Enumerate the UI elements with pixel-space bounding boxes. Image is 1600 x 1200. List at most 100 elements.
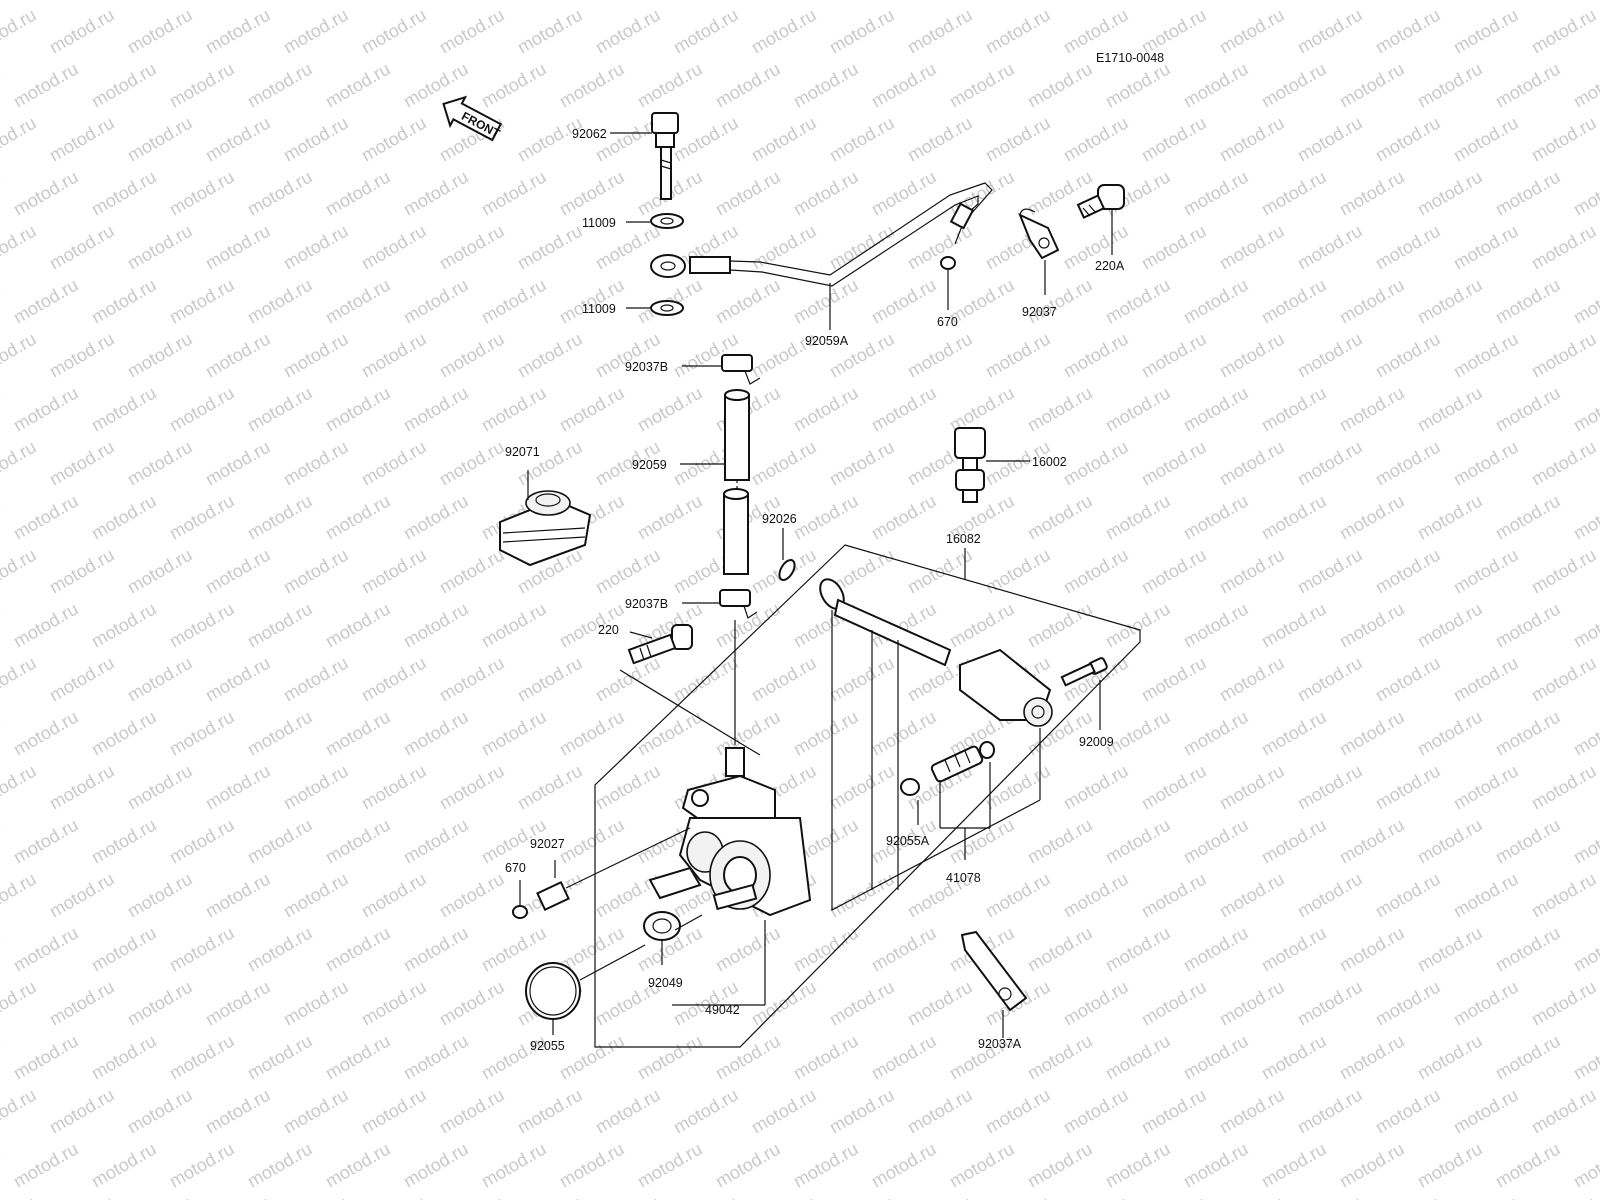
- watermark-text: motod.ru: [592, 761, 664, 814]
- watermark-text: motod.ru: [124, 545, 196, 598]
- watermark-text: motod.ru: [1180, 923, 1252, 976]
- watermark-text: motod.ru: [1024, 815, 1096, 868]
- watermark-text: motod.ru: [0, 707, 4, 760]
- watermark-text: motod.ru: [982, 5, 1054, 58]
- watermark-text: motod.ru: [670, 1193, 742, 1200]
- watermark-text: motod.ru: [10, 1031, 82, 1084]
- watermark-text: motod.ru: [1528, 653, 1600, 706]
- watermark-text: motod.ru: [748, 1193, 820, 1200]
- watermark-text: motod.ru: [634, 707, 706, 760]
- watermark-text: motod.ru: [634, 0, 706, 3]
- bolt-220: [627, 624, 693, 665]
- watermark-text: motod.ru: [790, 1031, 862, 1084]
- label-49042: 49042: [705, 1003, 740, 1017]
- watermark-text: motod.ru: [358, 977, 430, 1030]
- watermark-text: motod.ru: [46, 5, 118, 58]
- watermark-text: motod.ru: [436, 1193, 508, 1200]
- watermark-text: motod.ru: [0, 599, 4, 652]
- watermark-text: motod.ru: [1570, 1031, 1600, 1084]
- watermark-text: motod.ru: [1372, 113, 1444, 166]
- watermark-text: motod.ru: [826, 761, 898, 814]
- watermark-text: motod.ru: [1528, 1193, 1600, 1200]
- watermark-text: motod.ru: [10, 0, 82, 3]
- watermark-text: motod.ru: [166, 167, 238, 220]
- watermark-text: motod.ru: [1450, 653, 1522, 706]
- watermark-text: motod.ru: [556, 59, 628, 112]
- watermark-text: motod.ru: [514, 5, 586, 58]
- watermark-text: motod.ru: [280, 545, 352, 598]
- watermark-text: motod.ru: [1138, 653, 1210, 706]
- label-92026: 92026: [762, 512, 797, 526]
- watermark-text: motod.ru: [166, 707, 238, 760]
- watermark-text: motod.ru: [46, 113, 118, 166]
- watermark-text: motod.ru: [1492, 491, 1564, 544]
- watermark-text: motod.ru: [904, 1193, 976, 1200]
- watermark-text: motod.ru: [592, 545, 664, 598]
- watermark-text: motod.ru: [88, 923, 160, 976]
- watermark-text: motod.ru: [514, 653, 586, 706]
- watermark-text: motod.ru: [202, 437, 274, 490]
- watermark-text: motod.ru: [712, 167, 784, 220]
- watermark-text: motod.ru: [202, 545, 274, 598]
- watermark-text: motod.ru: [46, 329, 118, 382]
- watermark-text: motod.ru: [244, 0, 316, 3]
- watermark-text: motod.ru: [46, 653, 118, 706]
- watermark-text: motod.ru: [400, 491, 472, 544]
- watermark-text: motod.ru: [514, 1085, 586, 1138]
- watermark-text: motod.ru: [1216, 869, 1288, 922]
- watermark-text: motod.ru: [358, 869, 430, 922]
- watermark-text: motod.ru: [0, 977, 40, 1030]
- watermark-text: motod.ru: [244, 923, 316, 976]
- watermark-text: motod.ru: [280, 437, 352, 490]
- watermark-text: motod.ru: [1570, 0, 1600, 3]
- watermark-text: motod.ru: [1060, 5, 1132, 58]
- watermark-text: motod.ru: [868, 707, 940, 760]
- watermark-text: motod.ru: [1450, 977, 1522, 1030]
- watermark-text: motod.ru: [1372, 869, 1444, 922]
- watermark-text: motod.ru: [1492, 707, 1564, 760]
- watermark-text: motod.ru: [1180, 167, 1252, 220]
- watermark-text: motod.ru: [244, 707, 316, 760]
- watermark-text: motod.ru: [322, 167, 394, 220]
- watermark-text: motod.ru: [1414, 707, 1486, 760]
- watermark-text: motod.ru: [478, 1139, 550, 1192]
- oil-seal-92049: [643, 911, 681, 941]
- watermark-text: motod.ru: [592, 1085, 664, 1138]
- watermark-text: motod.ru: [0, 491, 4, 544]
- watermark-text: motod.ru: [436, 5, 508, 58]
- watermark-text: motod.ru: [400, 167, 472, 220]
- watermark-text: motod.ru: [1570, 923, 1600, 976]
- screw-92009: [1060, 657, 1108, 687]
- bolt-220A: [1076, 184, 1125, 219]
- watermark-text: motod.ru: [1528, 437, 1600, 490]
- watermark-text: motod.ru: [826, 5, 898, 58]
- watermark-text: motod.ru: [748, 653, 820, 706]
- watermark-text: motod.ru: [1372, 545, 1444, 598]
- watermark-text: motod.ru: [202, 761, 274, 814]
- watermark-text: motod.ru: [982, 1085, 1054, 1138]
- watermark-text: motod.ru: [0, 275, 4, 328]
- watermark-text: motod.ru: [1180, 599, 1252, 652]
- watermark-text: motod.ru: [868, 1031, 940, 1084]
- watermark-text: motod.ru: [322, 383, 394, 436]
- watermark-text: motod.ru: [1450, 1193, 1522, 1200]
- watermark-text: motod.ru: [166, 383, 238, 436]
- watermark-text: motod.ru: [1024, 1139, 1096, 1192]
- watermark-text: motod.ru: [0, 437, 40, 490]
- watermark-text: motod.ru: [358, 1193, 430, 1200]
- watermark-text: motod.ru: [124, 1085, 196, 1138]
- hose-92059: [723, 389, 750, 575]
- watermark-text: motod.ru: [88, 815, 160, 868]
- watermark-text: motod.ru: [1414, 491, 1486, 544]
- watermark-text: motod.ru: [1138, 1193, 1210, 1200]
- watermark-text: motod.ru: [436, 977, 508, 1030]
- watermark-text: motod.ru: [826, 1193, 898, 1200]
- watermark-text: motod.ru: [1216, 653, 1288, 706]
- watermark-text: motod.ru: [790, 59, 862, 112]
- watermark-text: motod.ru: [790, 923, 862, 976]
- watermark-text: motod.ru: [88, 1031, 160, 1084]
- watermark-text: motod.ru: [1294, 437, 1366, 490]
- watermark-text: motod.ru: [0, 59, 4, 112]
- watermark-text: motod.ru: [400, 707, 472, 760]
- diagram-code: E1710-0048: [1096, 51, 1164, 65]
